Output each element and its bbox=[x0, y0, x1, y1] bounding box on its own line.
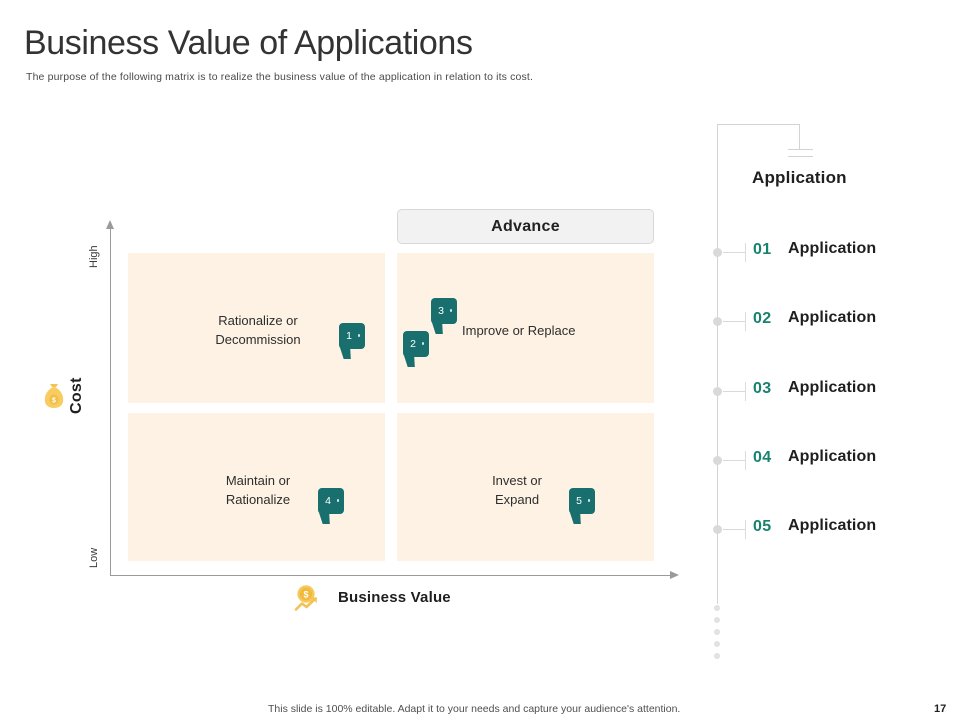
marker-bubble-dot-icon bbox=[449, 309, 452, 312]
marker-bubble-2[interactable]: 2 bbox=[403, 331, 429, 357]
x-axis-title: Business Value bbox=[338, 589, 451, 606]
sidebar-item-number: 05 bbox=[753, 518, 772, 535]
footer-note: This slide is 100% editable. Adapt it to… bbox=[268, 703, 681, 715]
sidebar-item-number: 03 bbox=[753, 380, 772, 397]
sidebar-bracket-bar-lower bbox=[788, 156, 813, 157]
sidebar-item-label: Application bbox=[788, 448, 877, 465]
marker-bubble-dot-icon bbox=[357, 334, 360, 337]
sidebar-tick-line bbox=[745, 382, 746, 401]
marker-bubble-dot-icon bbox=[421, 342, 424, 345]
trail-dot-icon bbox=[714, 653, 720, 659]
advance-banner[interactable]: Advance bbox=[397, 209, 654, 244]
svg-text:$: $ bbox=[303, 590, 308, 600]
sidebar-connector-line bbox=[723, 529, 745, 530]
sidebar-item-label: Application bbox=[788, 309, 877, 326]
sidebar-item-label: Application bbox=[788, 240, 877, 257]
sidebar-bullet-dot-icon bbox=[713, 387, 722, 396]
sidebar-item-number: 02 bbox=[753, 310, 772, 327]
sidebar-item-application-05[interactable]: 05 Application bbox=[700, 514, 960, 544]
x-axis-line bbox=[110, 575, 672, 576]
coin-growth-icon: $ bbox=[292, 583, 326, 613]
page-subtitle: The purpose of the following matrix is t… bbox=[26, 71, 534, 83]
y-axis-high-label: High bbox=[88, 245, 100, 268]
sidebar-item-application-04[interactable]: 04 Application bbox=[700, 445, 960, 475]
marker-bubble-5[interactable]: 5 bbox=[569, 488, 595, 514]
matrix-chart: High Low $ Cost $ Business Value Advance… bbox=[0, 0, 700, 660]
trail-dot-icon bbox=[714, 605, 720, 611]
sidebar-spine-line bbox=[717, 124, 718, 604]
marker-bubble-number: 2 bbox=[410, 337, 416, 350]
svg-text:$: $ bbox=[52, 397, 56, 404]
quadrant-invest-or-expand[interactable] bbox=[397, 413, 654, 561]
quadrant-label-top-left: Rationalize or Decommission bbox=[215, 313, 301, 347]
sidebar-item-application-03[interactable]: 03 Application bbox=[700, 376, 960, 406]
y-axis-title: Cost bbox=[68, 377, 85, 414]
sidebar-connector-line bbox=[723, 460, 745, 461]
marker-bubble-number: 1 bbox=[346, 329, 352, 342]
sidebar-bullet-dot-icon bbox=[713, 248, 722, 257]
quadrant-label-bottom-left: Maintain or Rationalize bbox=[225, 473, 291, 507]
application-list-panel: Application 01 Application 02 Applicatio… bbox=[700, 110, 960, 670]
sidebar-tick-line bbox=[745, 312, 746, 331]
sidebar-connector-line bbox=[723, 391, 745, 392]
quadrant-label-top-right: Improve or Replace bbox=[462, 323, 576, 338]
marker-bubble-1[interactable]: 1 bbox=[339, 323, 365, 349]
marker-bubble-dot-icon bbox=[336, 499, 339, 502]
sidebar-item-label: Application bbox=[788, 379, 877, 396]
sidebar-item-application-01[interactable]: 01 Application bbox=[700, 237, 960, 267]
trail-dot-icon bbox=[714, 641, 720, 647]
page-title: Business Value of Applications bbox=[24, 24, 473, 62]
sidebar-bullet-dot-icon bbox=[713, 317, 722, 326]
y-axis-low-label: Low bbox=[88, 547, 100, 568]
sidebar-bullet-dot-icon bbox=[713, 456, 722, 465]
y-axis-arrow-icon bbox=[106, 220, 114, 229]
sidebar-tick-line bbox=[745, 520, 746, 539]
sidebar-bracket-top-line bbox=[717, 124, 800, 125]
marker-bubble-number: 4 bbox=[325, 494, 331, 507]
sidebar-heading: Application bbox=[752, 168, 847, 187]
sidebar-trail-dots bbox=[714, 605, 722, 665]
sidebar-item-number: 04 bbox=[753, 449, 772, 466]
marker-bubble-3[interactable]: 3 bbox=[431, 298, 457, 324]
page-number: 17 bbox=[934, 703, 947, 715]
trail-dot-icon bbox=[714, 617, 720, 623]
sidebar-tick-line bbox=[745, 243, 746, 262]
sidebar-item-number: 01 bbox=[753, 241, 772, 258]
quadrant-label-bottom-right: Invest or Expand bbox=[492, 473, 542, 507]
y-axis-line bbox=[110, 228, 111, 576]
money-bag-icon: $ bbox=[43, 383, 65, 409]
trail-dot-icon bbox=[714, 629, 720, 635]
sidebar-item-label: Application bbox=[788, 517, 877, 534]
sidebar-tick-line bbox=[745, 451, 746, 470]
marker-bubble-dot-icon bbox=[587, 499, 590, 502]
sidebar-bracket-vertical-line bbox=[799, 124, 800, 150]
marker-bubble-4[interactable]: 4 bbox=[318, 488, 344, 514]
sidebar-bracket-bar-upper bbox=[788, 149, 813, 150]
marker-bubble-number: 5 bbox=[576, 494, 582, 507]
sidebar-connector-line bbox=[723, 252, 745, 253]
sidebar-item-application-02[interactable]: 02 Application bbox=[700, 306, 960, 336]
x-axis-arrow-icon bbox=[670, 571, 679, 579]
quadrant-maintain-or-rationalize[interactable] bbox=[128, 413, 385, 561]
sidebar-connector-line bbox=[723, 321, 745, 322]
marker-bubble-number: 3 bbox=[438, 304, 444, 317]
sidebar-bullet-dot-icon bbox=[713, 525, 722, 534]
